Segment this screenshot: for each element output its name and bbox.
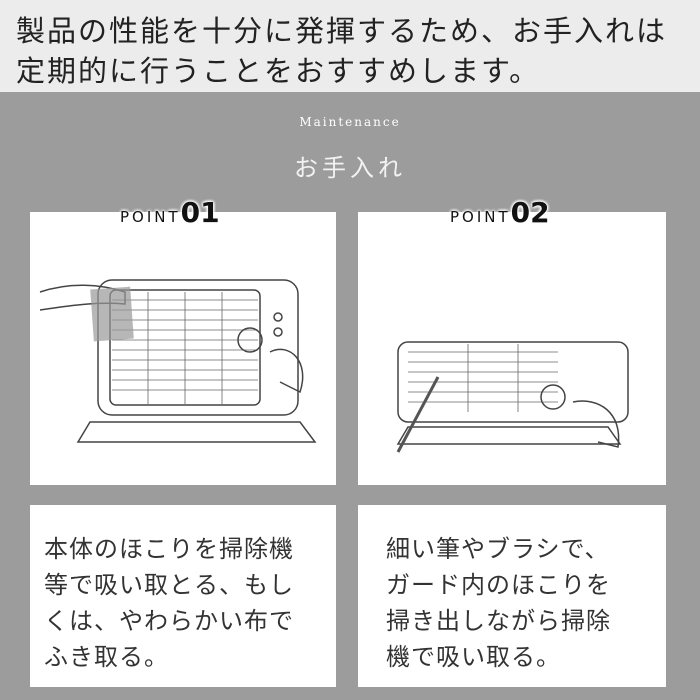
caption-line: 掃き出しながら掃除 — [386, 607, 611, 635]
section-subtitle: Maintenance — [299, 115, 401, 129]
point-1-label: POINT01 — [120, 196, 220, 229]
point-2-illustration — [358, 212, 666, 485]
heater-wipe-illustration — [39, 279, 317, 443]
caption-line: ガード内のほこりを — [386, 571, 611, 599]
caption-line: 本体のほこりを掃除機 — [44, 535, 294, 563]
point-1-number: 01 — [180, 196, 220, 229]
point-2-number: 02 — [510, 196, 550, 229]
caption-line: 機で吸い取る。 — [386, 643, 561, 671]
point-2-label: POINT02 — [450, 196, 550, 229]
intro-line-2: 定期的に行うことをおすすめします。 — [16, 54, 541, 88]
section-title: お手入れ — [294, 154, 406, 182]
intro-line-1: 製品の性能を十分に発揮するため、お手入れは — [16, 14, 668, 48]
heater-brush-illustration — [396, 341, 629, 453]
caption-line: 細い筆やブラシで、 — [386, 535, 610, 563]
point-2-caption: 細い筆やブラシで、 ガード内のほこりを 掃き出しながら掃除 機で吸い取る。 — [386, 531, 676, 675]
point-2-word: POINT — [450, 208, 511, 226]
point-1-caption: 本体のほこりを掃除機 等で吸い取とる、もし くは、やわらかい布で ふき取る。 — [44, 531, 334, 675]
intro-banner: 製品の性能を十分に発揮するため、お手入れは 定期的に行うことをおすすめします。 — [0, 0, 700, 92]
point-2-caption-box: 細い筆やブラシで、 ガード内のほこりを 掃き出しながら掃除 機で吸い取る。 — [358, 505, 666, 687]
caption-line: くは、やわらかい布で — [44, 607, 294, 635]
caption-line: 等で吸い取とる、もし — [44, 571, 294, 599]
point-1-illustration — [30, 212, 336, 485]
caption-line: ふき取る。 — [44, 643, 169, 671]
point-1-word: POINT — [120, 208, 181, 226]
point-1-caption-box: 本体のほこりを掃除機 等で吸い取とる、もし くは、やわらかい布で ふき取る。 — [30, 505, 336, 687]
